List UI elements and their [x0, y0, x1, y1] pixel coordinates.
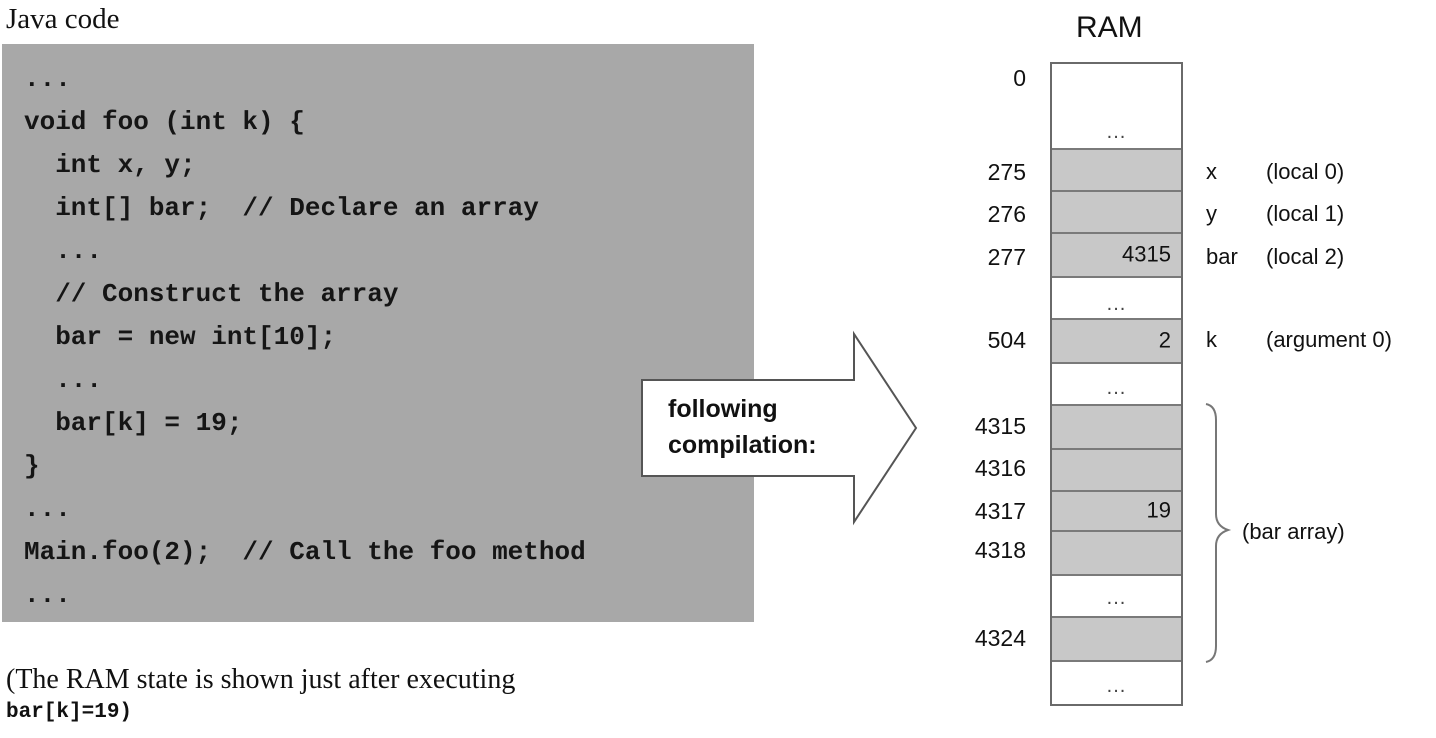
ram-var-name: bar	[1206, 244, 1238, 269]
ram-var-desc: (local 1)	[1266, 201, 1345, 226]
code-line: ...	[24, 64, 71, 94]
ram-cell	[1052, 404, 1181, 450]
ram-cell-value: 4315	[1122, 241, 1171, 267]
code-line: int[] bar; // Declare an array	[24, 193, 539, 223]
ram-address: 4315	[974, 413, 1026, 439]
ram-ellipsis: ...	[1106, 293, 1127, 315]
ram-title: RAM	[1076, 11, 1143, 44]
ram-ellipsis: ...	[1106, 675, 1127, 697]
code-line: ...	[24, 236, 103, 266]
ram-address: 4316	[974, 455, 1026, 481]
compilation-arrow-icon	[641, 330, 918, 526]
ram-cell: 4315	[1052, 232, 1181, 278]
code-line: // Construct the array	[24, 279, 399, 309]
ram-var-desc: (local 2)	[1266, 244, 1345, 269]
ram-address: 277	[987, 244, 1026, 270]
ram-cell-value: 2	[1158, 327, 1171, 353]
caption-text: (The RAM state is shown just after execu…	[6, 664, 516, 695]
code-line: bar = new int[10];	[24, 322, 337, 352]
ram-ellipsis: ...	[1106, 377, 1127, 399]
ram-address: 4318	[974, 537, 1026, 563]
ram-cell-value: 19	[1146, 497, 1171, 523]
code-line: bar[k] = 19;	[24, 408, 243, 438]
ram-cell	[1052, 616, 1181, 662]
code-line: }	[24, 451, 40, 481]
ram-address: 276	[987, 201, 1026, 227]
ram-var-name: y	[1206, 201, 1217, 226]
arrow-label-line2: compilation:	[668, 431, 817, 459]
ram-var-name: x	[1206, 159, 1217, 184]
ram-cell	[1052, 530, 1181, 576]
ram-cell	[1052, 148, 1181, 192]
ram-address: 504	[987, 327, 1026, 353]
ram-address: 4317	[974, 498, 1026, 524]
code-line: ...	[24, 580, 71, 610]
ram-address: 0	[1013, 65, 1026, 91]
bar-array-brace-icon	[1205, 403, 1232, 663]
code-line: Main.foo(2); // Call the foo method	[24, 537, 586, 567]
ram-cell	[1052, 190, 1181, 234]
bar-array-label: (bar array)	[1242, 519, 1345, 544]
ram-cell: 19	[1052, 490, 1181, 532]
ram-var-desc: (argument 0)	[1266, 327, 1392, 352]
code-line: void foo (int k) {	[24, 107, 305, 137]
code-title: Java code	[6, 3, 120, 35]
caption-code: bar[k]=19)	[6, 701, 133, 724]
ram-var-name: k	[1206, 327, 1217, 352]
ram-ellipsis: ...	[1106, 587, 1127, 609]
ram-address: 275	[987, 159, 1026, 185]
code-line: int x, y;	[24, 150, 196, 180]
code-panel: ... void foo (int k) { int x, y; int[] b…	[2, 44, 754, 622]
ram-ellipsis: ...	[1106, 121, 1127, 143]
ram-address: 4324	[974, 625, 1026, 651]
ram-var-desc: (local 0)	[1266, 159, 1345, 184]
ram-cell: 2	[1052, 318, 1181, 364]
code-line: ...	[24, 365, 103, 395]
ram-cell	[1052, 448, 1181, 492]
code-line: ...	[24, 494, 71, 524]
arrow-label-line1: following	[668, 395, 778, 423]
